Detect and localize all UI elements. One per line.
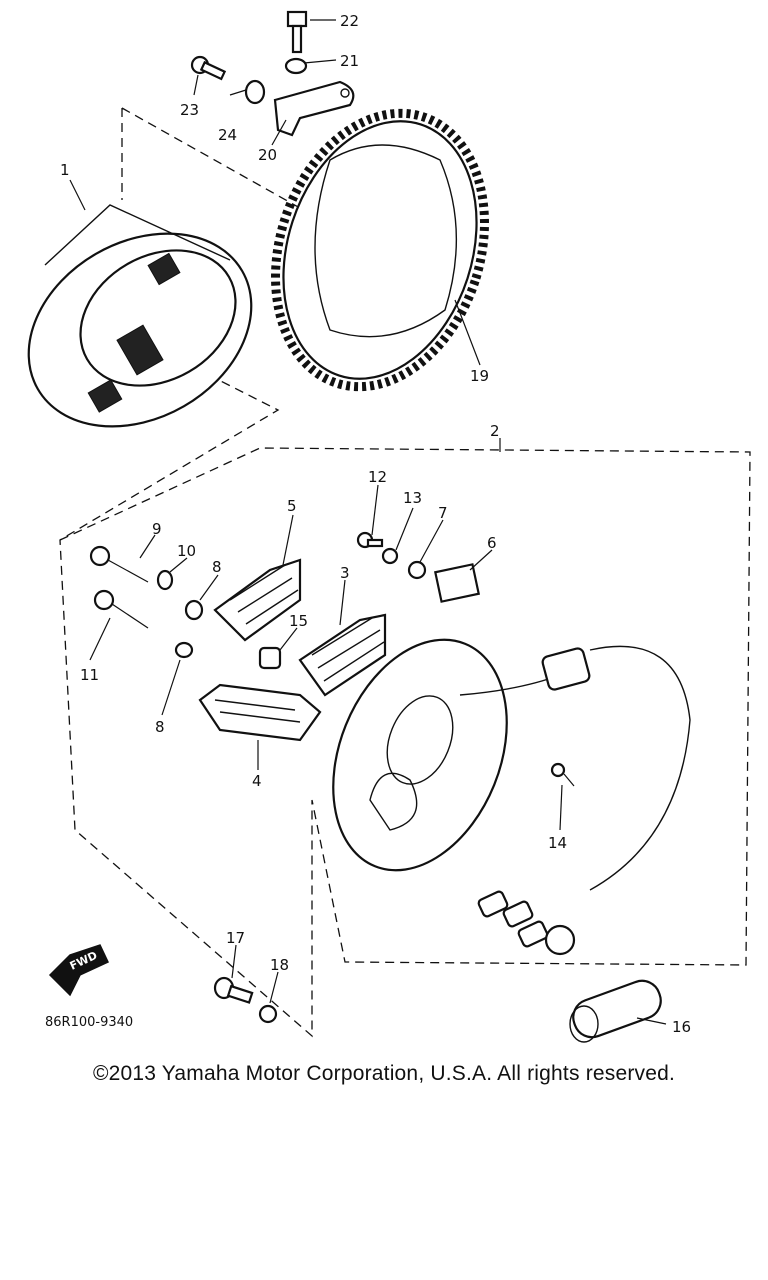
callout-6: 6 xyxy=(487,534,497,552)
spacer-15 xyxy=(258,646,282,670)
callout-22: 22 xyxy=(340,12,359,30)
screw-14 xyxy=(550,762,575,787)
callout-23: 23 xyxy=(180,101,199,119)
coil-3 xyxy=(298,613,387,697)
coil-5 xyxy=(213,558,302,642)
wire-harness xyxy=(459,645,691,956)
washer-13 xyxy=(381,547,399,565)
callout-5: 5 xyxy=(287,497,297,515)
bolt-23 xyxy=(190,55,227,81)
nut-24 xyxy=(244,79,266,105)
callout-12: 12 xyxy=(368,468,387,486)
callout-18: 18 xyxy=(270,956,289,974)
callout-11: 11 xyxy=(80,666,99,684)
bracket xyxy=(273,80,355,137)
screw-12 xyxy=(356,531,384,549)
callout-24: 24 xyxy=(218,126,237,144)
callout-14: 14 xyxy=(548,834,567,852)
component-6 xyxy=(433,563,481,603)
copyright-notice: ©2013 Yamaha Motor Corporation, U.S.A. A… xyxy=(92,1062,676,1085)
callout-16: 16 xyxy=(672,1018,691,1036)
stator-plate xyxy=(332,638,508,872)
callout-19: 19 xyxy=(470,367,489,385)
screw-9 xyxy=(89,545,149,583)
clip-7 xyxy=(407,560,427,580)
washer-10 xyxy=(156,569,174,591)
callout-9: 9 xyxy=(152,520,162,538)
callout-15: 15 xyxy=(289,612,308,630)
washer-18 xyxy=(258,1004,278,1024)
washer-8-upper xyxy=(184,599,204,621)
sleeve-16 xyxy=(569,979,662,1043)
callout-20: 20 xyxy=(258,146,277,164)
fwd-arrow-icon: FWD xyxy=(48,944,109,997)
callout-21: 21 xyxy=(340,52,359,70)
screw-17 xyxy=(213,976,254,1004)
callout-13: 13 xyxy=(403,489,422,507)
callout-17: 17 xyxy=(226,929,245,947)
rotor-assembly-boundary xyxy=(59,107,301,541)
callout-2: 2 xyxy=(490,422,500,440)
callout-10: 10 xyxy=(177,542,196,560)
washer-21 xyxy=(284,57,308,75)
stator-assembly-boundary xyxy=(59,447,751,1038)
callout-3: 3 xyxy=(340,564,350,582)
exploded-parts-diagram: FWD 1 2 3 4 5 6 7 8 8 9 10 11 12 13 14 1… xyxy=(27,10,751,1043)
coil-4 xyxy=(198,683,322,742)
callout-4: 4 xyxy=(252,772,262,790)
callout-7: 7 xyxy=(438,504,448,522)
drawing-code: 86R100-9340 xyxy=(45,1015,133,1030)
ring-gear xyxy=(271,108,489,392)
screw-11 xyxy=(93,589,149,629)
bolt-22 xyxy=(286,10,308,54)
callout-1: 1 xyxy=(60,161,70,179)
callout-8-upper: 8 xyxy=(212,558,222,576)
washer-8-lower xyxy=(174,641,194,659)
callout-8-lower: 8 xyxy=(155,718,165,736)
flywheel-rotor xyxy=(27,204,253,428)
